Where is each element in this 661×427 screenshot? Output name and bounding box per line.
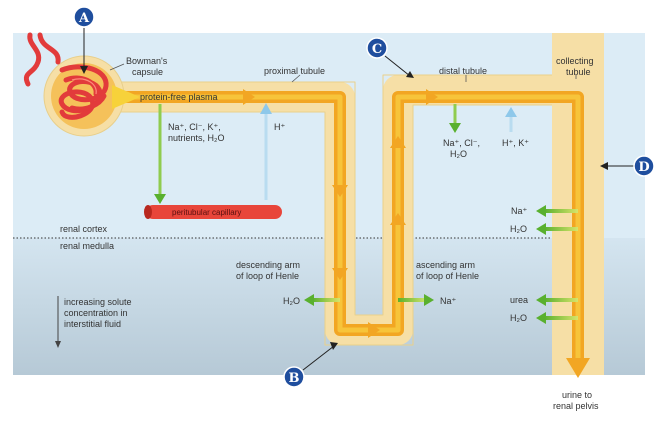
label-ascending-arm-2: of loop of Henle (416, 271, 479, 281)
label-collecting-h2o-1: H₂O (510, 224, 527, 234)
label-distal-out-1: Na⁺, Cl⁻, (443, 138, 480, 148)
label-urine-1: urine to (562, 390, 592, 400)
marker-c: C (366, 37, 414, 78)
glomerulus-highlight (71, 78, 97, 95)
label-collecting-urea: urea (510, 295, 528, 305)
label-bowmans-capsule-1: Bowman's (126, 56, 168, 66)
secretion-arrow (260, 103, 272, 200)
marker-b-letter: B (289, 371, 300, 386)
label-renal-medulla: renal medulla (60, 241, 114, 251)
distal-reabsorption-arrow (449, 104, 461, 133)
marker-a: A (73, 6, 95, 74)
label-distal-tubule: distal tubule (439, 66, 487, 76)
label-reabsorbed-1: Na⁺, Cl⁻, K⁺, (168, 122, 221, 132)
label-urine-2: renal pelvis (553, 401, 599, 411)
label-collecting-tubule-1: collecting (556, 56, 594, 66)
label-renal-cortex: renal cortex (60, 224, 108, 234)
filtrate-flow-arrow (118, 91, 584, 360)
label-proximal-tubule: proximal tubule (264, 66, 325, 76)
label-collecting-h2o-2: H₂O (510, 313, 527, 323)
descending-h2o-arrow (304, 294, 340, 306)
marker-a-letter: A (78, 11, 90, 26)
label-gradient-3: interstitial fluid (64, 319, 121, 329)
label-descending-h2o: H₂O (283, 296, 300, 306)
plasma-entry-wedge (112, 85, 140, 109)
labels: Bowman's capsule proximal tubule distal … (60, 56, 599, 411)
label-collecting-na: Na⁺ (511, 206, 528, 216)
label-bowmans-capsule-2: capsule (132, 67, 163, 77)
label-descending-arm-1: descending arm (236, 260, 300, 270)
label-gradient-2: concentration in (64, 308, 128, 318)
marker-d: D (600, 155, 655, 177)
label-descending-arm-2: of loop of Henle (236, 271, 299, 281)
peritubular-capillary (144, 205, 282, 219)
label-distal-in: H⁺, K⁺ (502, 138, 529, 148)
label-peritubular-capillary: peritubular capillary (172, 208, 241, 217)
urine-outflow-arrowhead (566, 358, 590, 378)
flow-direction-arrows (243, 89, 438, 338)
label-reabsorbed-2: nutrients, H₂O (168, 133, 225, 143)
marker-c-letter: C (372, 42, 382, 57)
label-h-plus: H⁺ (274, 122, 285, 132)
reabsorption-arrow (154, 104, 166, 204)
label-gradient-1: increasing solute (64, 297, 132, 307)
label-collecting-tubule-2: tubule (566, 67, 591, 77)
marker-d-letter: D (638, 160, 649, 175)
distal-secretion-arrow (505, 107, 517, 132)
collecting-exchange-arrows (536, 205, 578, 324)
label-ascending-arm-1: ascending arm (416, 260, 475, 270)
label-distal-out-2: H₂O (450, 149, 467, 159)
leader-lines (109, 63, 577, 83)
label-protein-free-plasma: protein-free plasma (140, 92, 218, 102)
label-ascending-na: Na⁺ (440, 296, 457, 306)
gradient-indicator-arrow (55, 296, 61, 348)
marker-b: B (283, 342, 338, 388)
ascending-na-arrow (398, 294, 434, 306)
